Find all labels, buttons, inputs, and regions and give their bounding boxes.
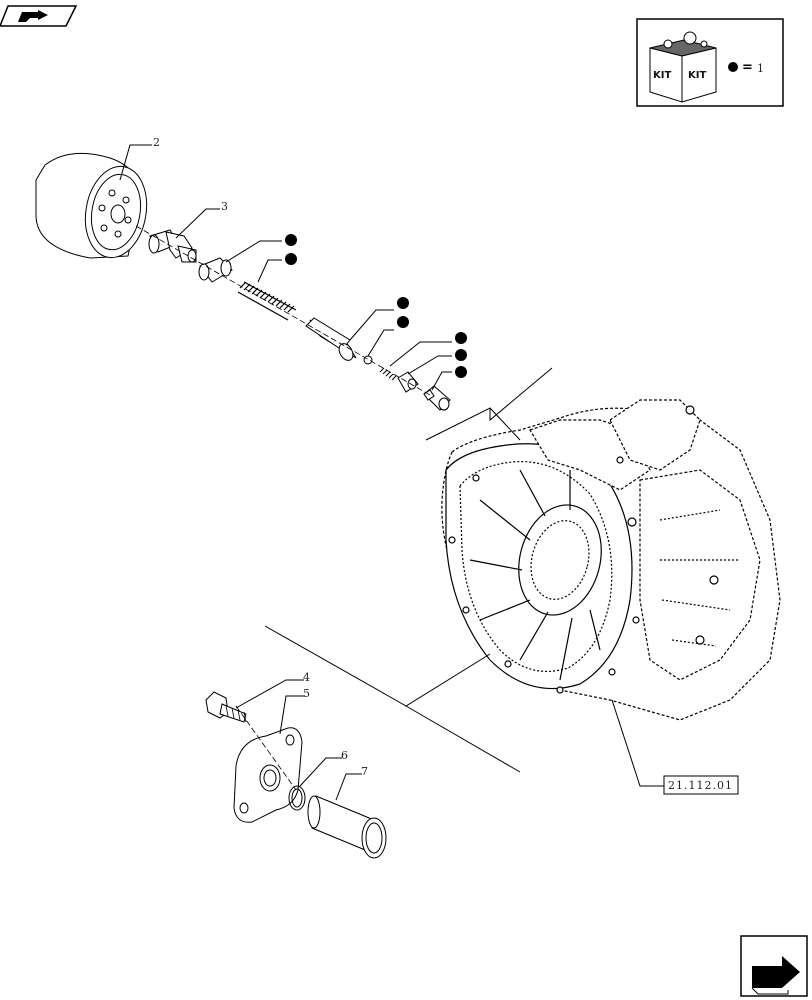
o-ring: [288, 785, 306, 811]
leader-7: [335, 773, 362, 801]
kit-marker-e: [455, 332, 467, 344]
small-spring: [379, 367, 397, 381]
relief-spring: [237, 281, 297, 321]
leader-kit-e: [389, 341, 452, 367]
relief-piston: [305, 317, 357, 361]
kit-dot-icon: [728, 62, 738, 72]
axis-upper: [135, 225, 431, 396]
check-ball: [363, 355, 373, 365]
axis-lower: [235, 705, 297, 791]
kit-marker-g: [455, 366, 467, 378]
callout-2: 2: [153, 136, 160, 149]
kit-marker-c: [397, 297, 409, 309]
nav-back-icon[interactable]: [0, 5, 78, 27]
leader-6: [299, 757, 342, 787]
leader-kit-a: [225, 240, 282, 263]
leader-reference: [611, 699, 664, 787]
cover-plate: [233, 727, 303, 823]
callout-4: 4: [303, 671, 310, 684]
callout-5: 5: [303, 687, 310, 700]
spring-seat: [397, 371, 419, 393]
kit-legend: KIT KIT = 1: [636, 18, 784, 107]
reference-link[interactable]: 21.112.01: [663, 775, 739, 795]
kit-label-right: KIT: [688, 70, 706, 81]
bolt: [205, 691, 247, 723]
plug: [198, 257, 233, 283]
kit-marker-b: [285, 253, 297, 265]
leader-kit-c: [349, 309, 394, 341]
callout-3: 3: [221, 200, 228, 213]
reference-label[interactable]: 21.112.01: [668, 779, 733, 792]
leader-housing-lower-2: [405, 705, 521, 773]
leader-3: [175, 208, 220, 239]
leader-2: [119, 144, 152, 181]
kit-equals: =: [742, 60, 753, 75]
leader-kit-d: [367, 329, 394, 357]
kit-quantity: 1: [757, 62, 764, 75]
nav-next-icon[interactable]: [740, 935, 808, 997]
kit-marker-d: [397, 316, 409, 328]
leader-housing-lower: [264, 625, 491, 707]
kit-marker-a: [285, 234, 297, 246]
leader-kit-f: [407, 355, 452, 375]
kit-label-left: KIT: [653, 70, 671, 81]
callout-7: 7: [361, 765, 368, 778]
kit-box-icon: KIT KIT: [649, 31, 717, 103]
leader-4: [235, 679, 304, 709]
oil-filter: [35, 152, 148, 259]
leader-kit-g: [431, 371, 452, 391]
plug-screw: [423, 385, 451, 411]
transmission-housing: [441, 399, 781, 721]
leader-housing-upper: [425, 367, 553, 441]
leader-kit-b: [257, 259, 282, 283]
leader-5: [279, 695, 304, 735]
kit-marker-f: [455, 349, 467, 361]
leader-housing-upper-tip: [489, 407, 521, 441]
callout-6: 6: [341, 749, 348, 762]
adapter-nipple: [148, 229, 197, 263]
suction-tube: [307, 795, 387, 859]
